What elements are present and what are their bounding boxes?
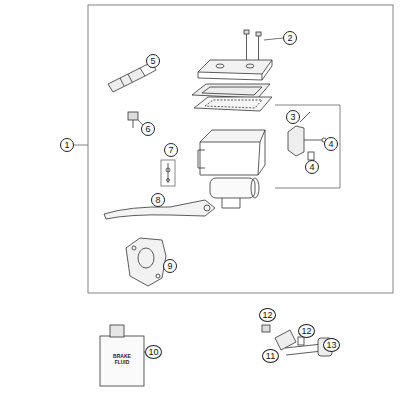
callout-number: 4 <box>305 160 319 174</box>
callout-number: 13 <box>323 338 340 352</box>
callout-number: 6 <box>141 122 155 136</box>
callout-number: 12 <box>298 324 315 338</box>
callout-number: 4 <box>324 137 338 151</box>
callout-number: 12 <box>259 308 276 322</box>
sub-frame <box>275 105 340 188</box>
callout-number: 5 <box>146 54 160 68</box>
callout-number: 1 <box>60 138 74 152</box>
clip <box>161 160 175 186</box>
group-frame <box>88 5 393 293</box>
callout-number: 11 <box>262 349 279 363</box>
callout-number: 7 <box>164 143 178 157</box>
diaphragm <box>192 84 272 111</box>
lever-clamp <box>126 238 166 286</box>
callout-number: 10 <box>145 345 162 359</box>
callout-number: 3 <box>286 110 300 124</box>
screws <box>244 30 283 64</box>
callout-number: 2 <box>283 31 297 45</box>
callout-number: 8 <box>151 193 165 207</box>
callout-number: 9 <box>163 259 177 273</box>
brake-fluid-bottle <box>100 325 147 386</box>
reservoir-cap <box>198 60 272 80</box>
bottle-label: BRAKE FLUID <box>109 353 135 365</box>
master-cylinder <box>198 130 265 208</box>
